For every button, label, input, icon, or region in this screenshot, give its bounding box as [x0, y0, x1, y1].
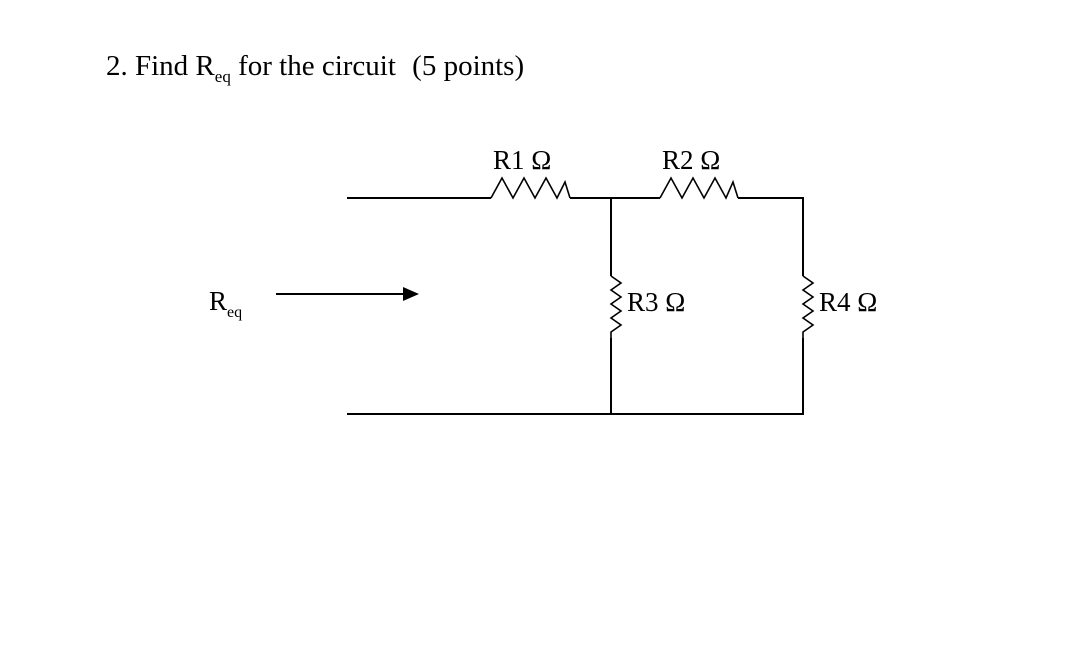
resistor-r3-label: R3 Ω [627, 287, 685, 317]
resistor-r4 [801, 275, 815, 338]
resistor-r1 [490, 176, 571, 200]
resistor-r3 [609, 275, 623, 338]
resistor-r2 [659, 176, 739, 200]
question-text: Find Req for the circuit [135, 50, 396, 86]
resistor-r1-label: R1 Ω [493, 145, 551, 175]
resistor-r2-label: R2 Ω [662, 145, 720, 175]
req-label: Req [209, 286, 242, 321]
question-points: (5 points) [412, 50, 525, 82]
question-number: 2. [106, 50, 128, 82]
req-subscript: eq [214, 67, 231, 86]
resistor-r4-label: R4 Ω [819, 287, 877, 317]
question-title: 2. Find Req for the circuit (5 points) [106, 46, 524, 90]
req-arrow [276, 287, 419, 301]
